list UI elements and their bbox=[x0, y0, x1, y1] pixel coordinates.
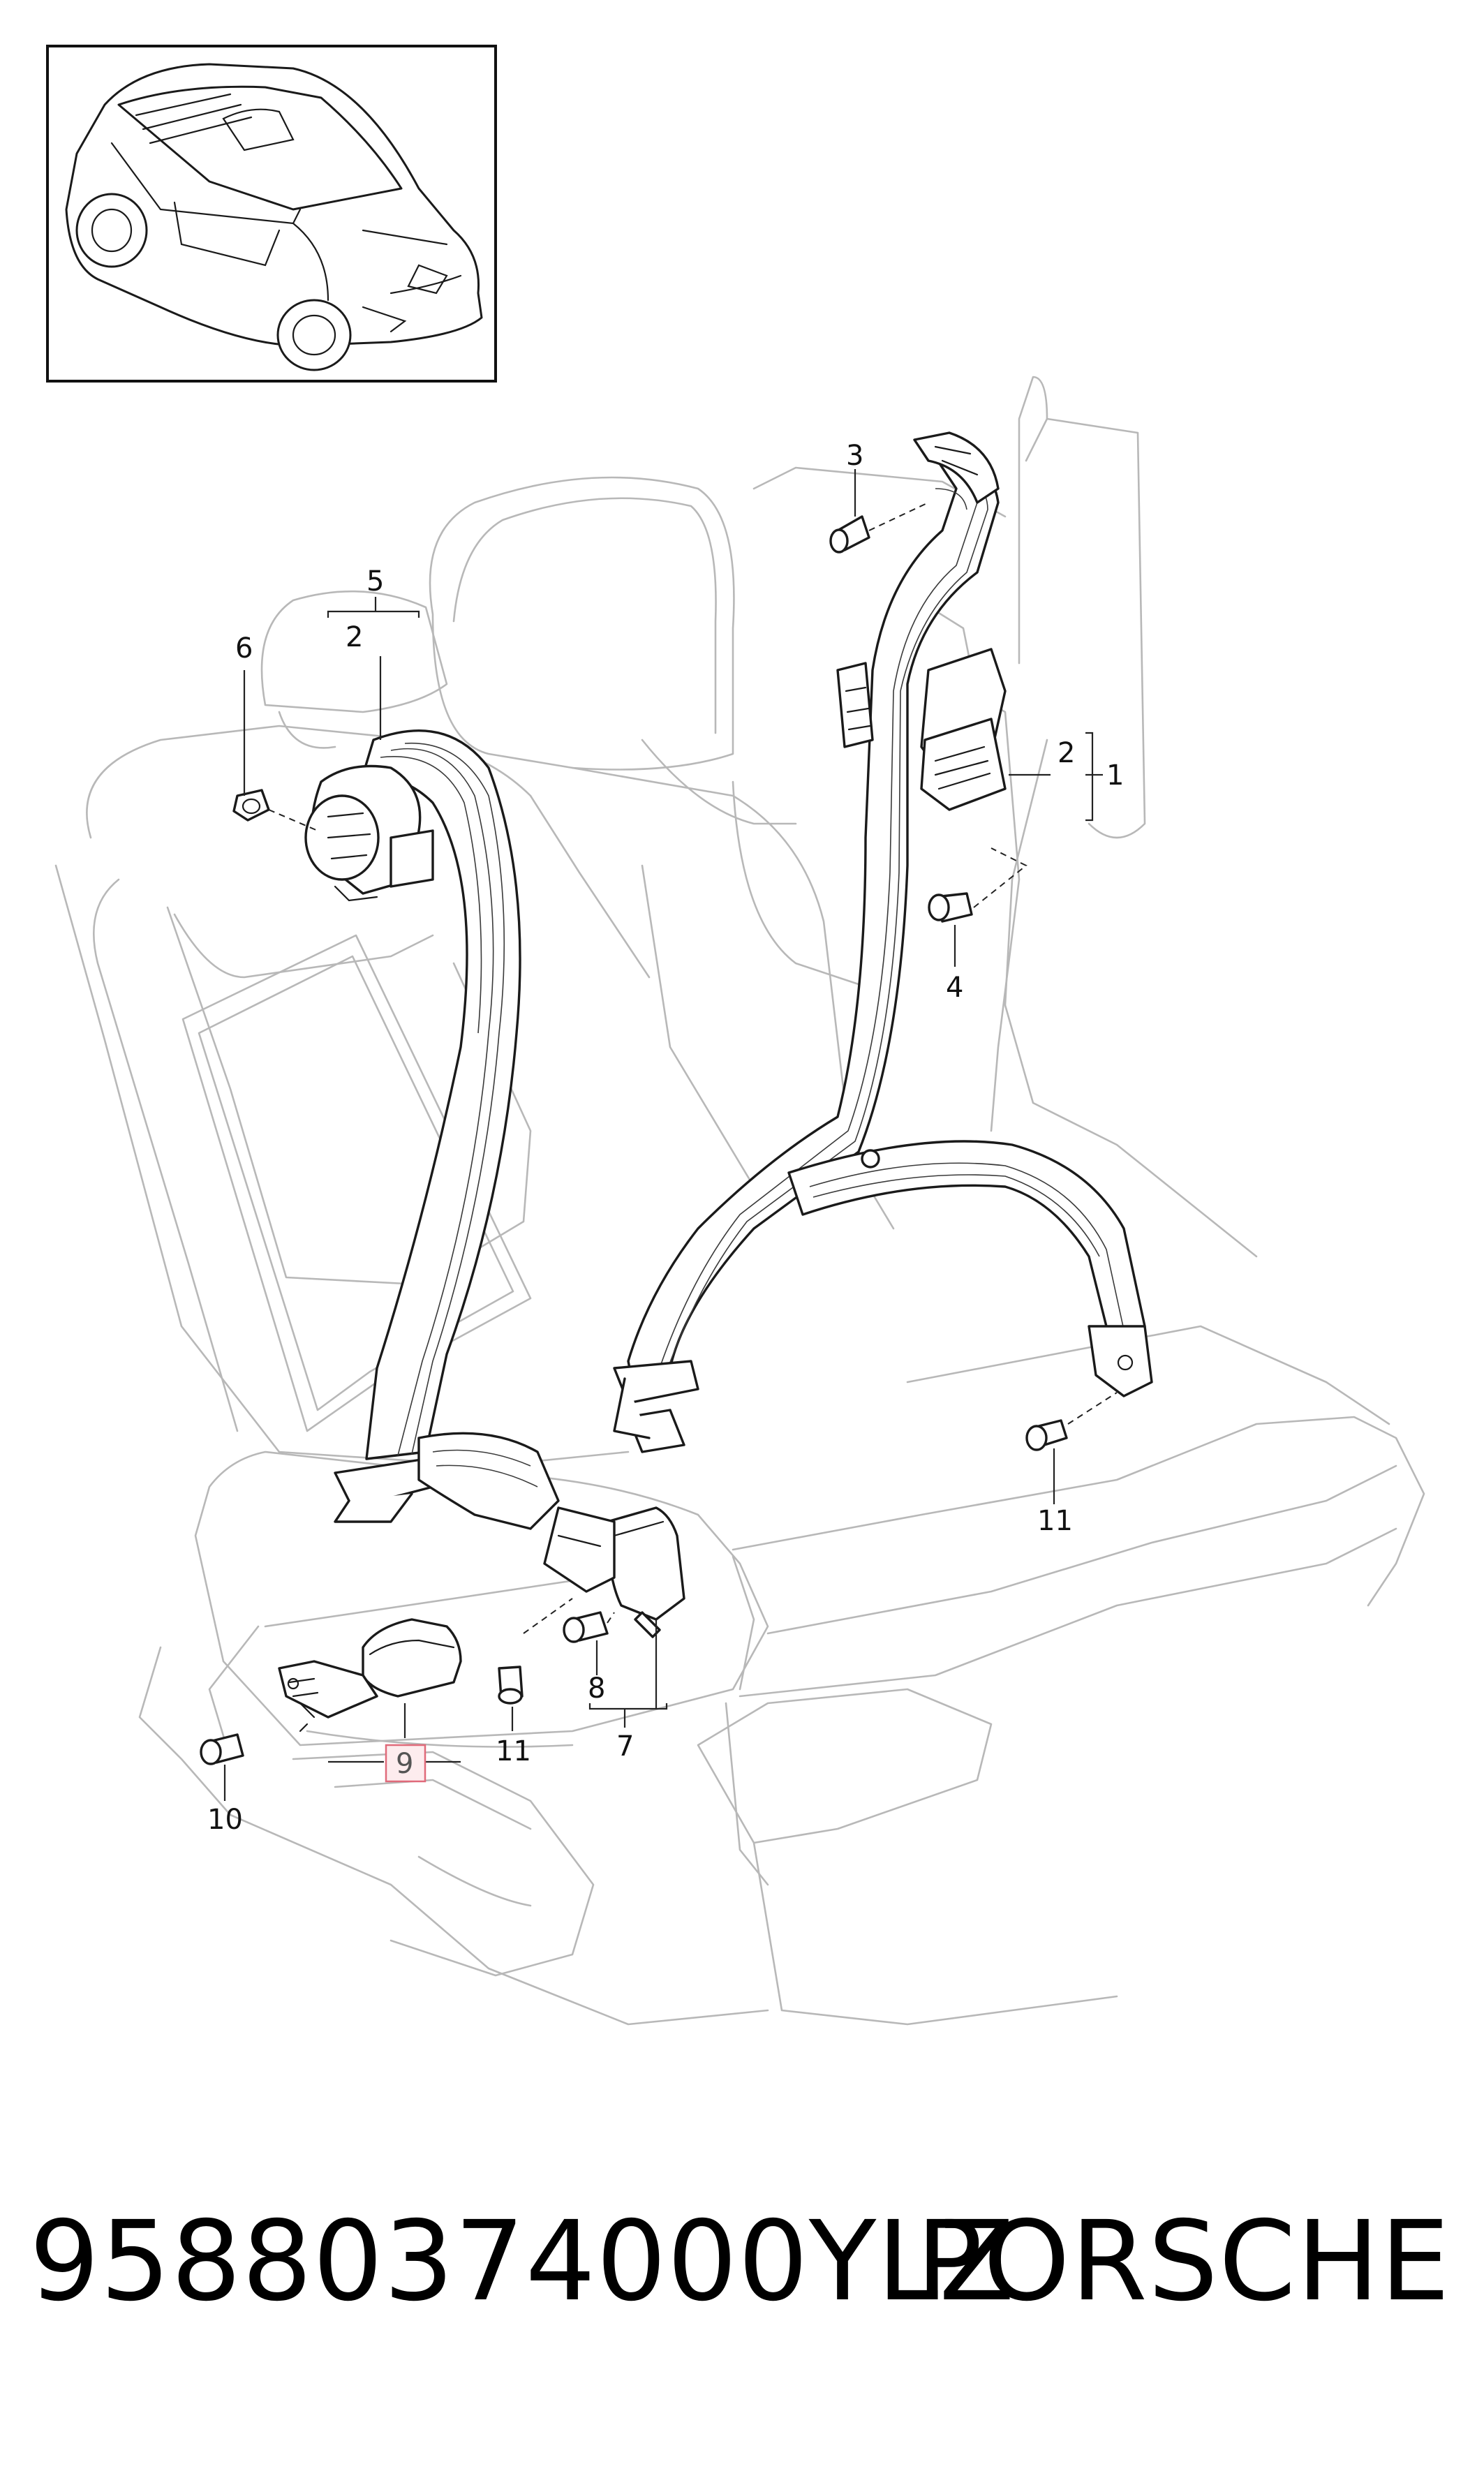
callout-9: 9 bbox=[396, 1748, 413, 1780]
suv-icon bbox=[65, 63, 483, 371]
bolt-4 bbox=[928, 892, 973, 923]
bolt-3 bbox=[829, 515, 870, 554]
part-number: 95880374000YLZ bbox=[29, 2197, 1016, 2326]
callout-1: 1 bbox=[1106, 759, 1124, 792]
buckle-7 bbox=[543, 1506, 685, 1638]
callout-10: 10 bbox=[207, 1804, 243, 1836]
callout-11-right: 11 bbox=[1037, 1505, 1073, 1537]
leader-lines bbox=[223, 469, 1118, 1801]
left-retractor bbox=[304, 764, 434, 902]
bolt-11-center bbox=[498, 1666, 524, 1705]
highlight-box-9 bbox=[385, 1744, 426, 1783]
bolt-11-right bbox=[1025, 1419, 1068, 1451]
callout-2-left: 2 bbox=[346, 621, 363, 653]
vehicle-thumbnail bbox=[46, 45, 497, 383]
callout-2-right: 2 bbox=[1058, 737, 1075, 769]
callout-5: 5 bbox=[366, 565, 384, 598]
left-belt-webbing bbox=[334, 729, 560, 1530]
bolt-8 bbox=[563, 1611, 609, 1643]
brand-name: PORSCHE bbox=[916, 2197, 1450, 2326]
callout-4: 4 bbox=[946, 972, 963, 1004]
right-retractor bbox=[836, 648, 1007, 811]
callout-11-center: 11 bbox=[496, 1735, 531, 1767]
bolt-10 bbox=[200, 1733, 244, 1765]
callout-3: 3 bbox=[846, 440, 863, 472]
callout-7: 7 bbox=[616, 1730, 634, 1763]
right-belt-webbing bbox=[613, 445, 1153, 1453]
callout-labels: 1 2 2 3 4 5 6 7 8 9 10 11 11 bbox=[207, 440, 1124, 1836]
buckle-9 bbox=[278, 1618, 462, 1733]
callout-6: 6 bbox=[235, 632, 253, 665]
callout-8: 8 bbox=[588, 1672, 605, 1705]
nut-6 bbox=[232, 789, 270, 822]
right-upper-guide bbox=[913, 431, 1000, 504]
footer: 95880374000YLZ PORSCHE bbox=[0, 2206, 1484, 2317]
